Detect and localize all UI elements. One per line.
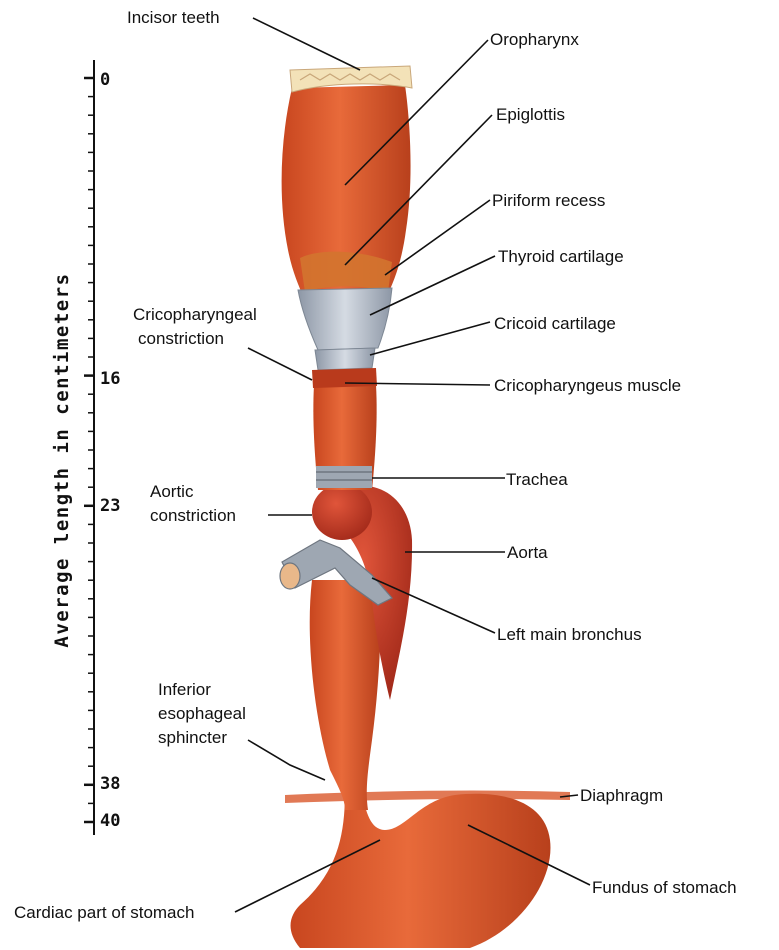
label-oropharynx: Oropharynx [490, 30, 579, 49]
label-fundus: Fundus of stomach [592, 878, 737, 897]
tick-label-40: 40 [100, 811, 120, 831]
label-cricoid-cartilage: Cricoid cartilage [494, 314, 616, 333]
label-incisor-teeth: Incisor teeth [127, 8, 220, 27]
lower-esophagus [310, 580, 381, 810]
cartilage-shape [298, 288, 392, 350]
label-thyroid-cartilage: Thyroid cartilage [498, 247, 624, 266]
scale-minor-ticks [84, 78, 94, 822]
length-scale: 0 16 23 38 40 Average length in centimet… [51, 60, 120, 835]
label-diaphragm: Diaphragm [580, 786, 663, 805]
tick-label-38: 38 [100, 774, 120, 794]
label-aorta: Aorta [507, 543, 548, 562]
stomach-shape [291, 790, 551, 948]
label-inferior-line1: Inferior [158, 680, 211, 699]
tick-label-23: 23 [100, 496, 120, 516]
label-left-main-bronchus: Left main bronchus [497, 625, 642, 644]
tick-label-0: 0 [100, 70, 110, 90]
label-cricopharyngeus-muscle: Cricopharyngeus muscle [494, 376, 681, 395]
tick-label-16: 16 [100, 369, 120, 389]
label-cricopharyngeal-line1: Cricopharyngeal [133, 305, 257, 324]
trachea-shape [316, 466, 372, 488]
diaphragm-band [285, 791, 570, 803]
label-cardiac: Cardiac part of stomach [14, 903, 194, 922]
aortic-arch [312, 484, 372, 540]
label-inferior-line2: esophageal [158, 704, 246, 723]
label-epiglottis: Epiglottis [496, 105, 565, 124]
cricopharyngeus-band [312, 368, 377, 388]
label-trachea: Trachea [506, 470, 568, 489]
label-aortic-line1: Aortic [150, 482, 194, 501]
label-aortic-line2: constriction [150, 506, 236, 525]
scale-title: Average length in centimeters [51, 272, 73, 647]
label-cricopharyngeal-line2: constriction [138, 329, 224, 348]
epiglottis-shape [300, 252, 392, 292]
label-piriform-recess: Piriform recess [492, 191, 605, 210]
label-inferior-line3: sphincter [158, 728, 227, 747]
